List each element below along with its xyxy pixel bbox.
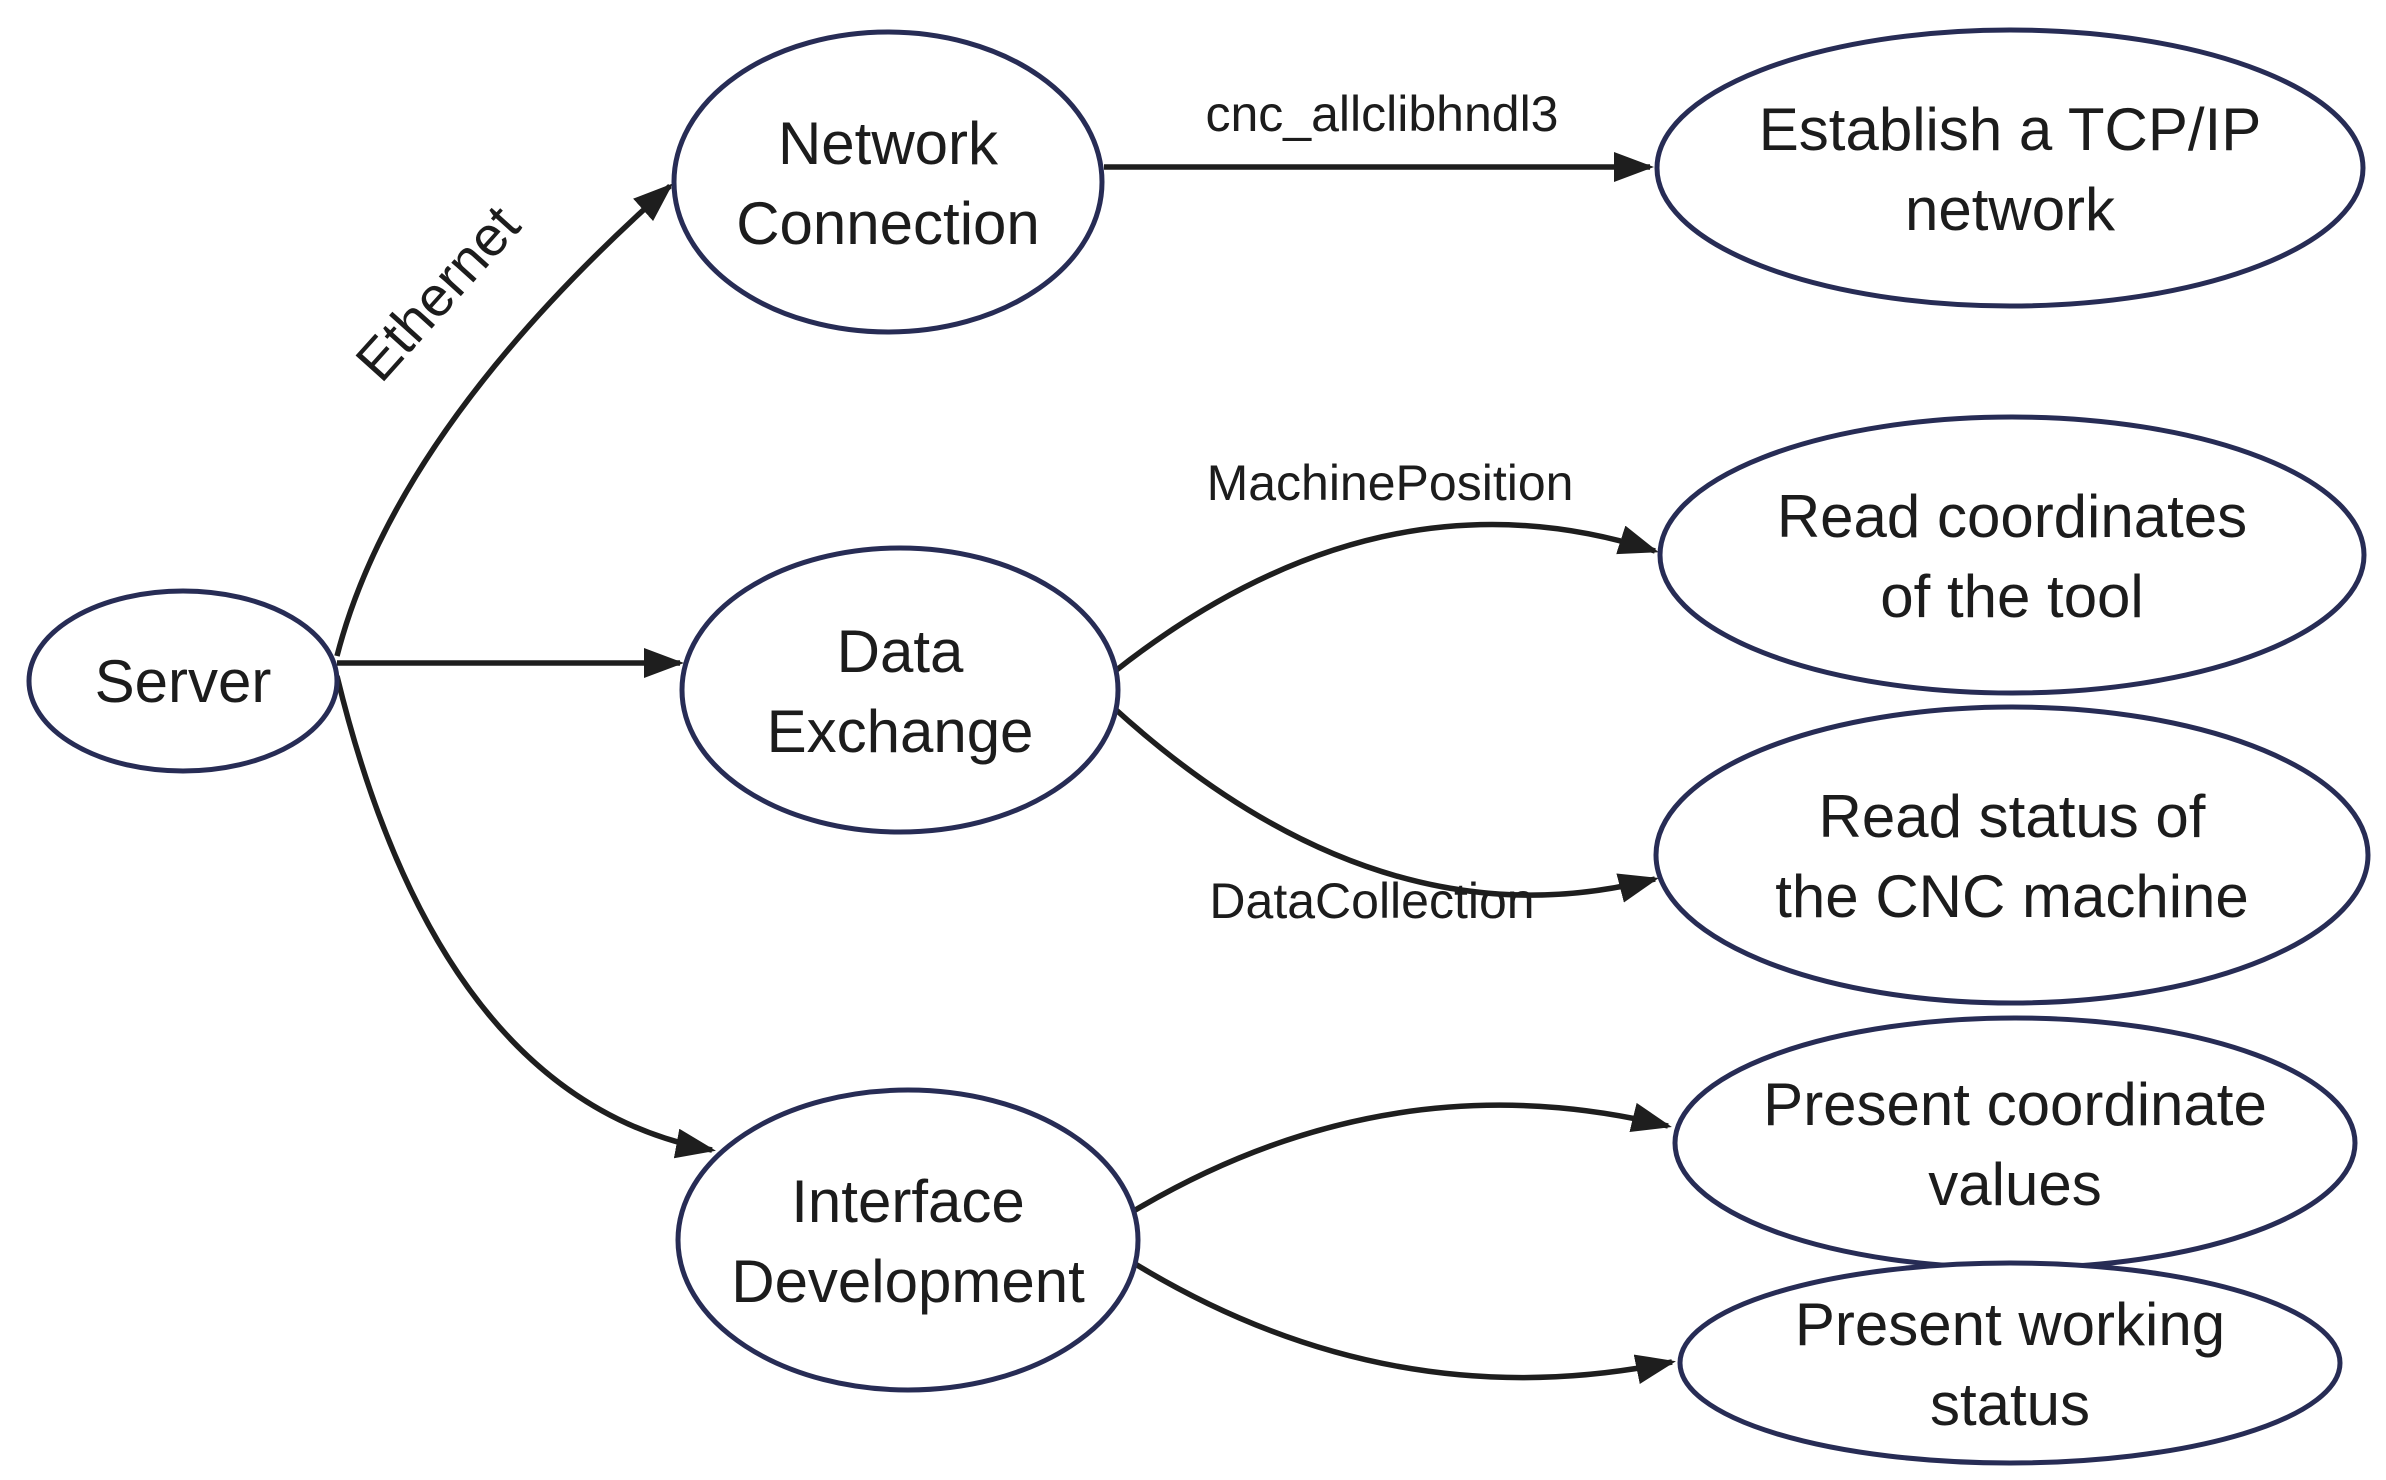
node-interface-development-label-line2: Development [731,1248,1085,1315]
edge-interface-development-to-present-coordinates [1130,1102,1672,1215]
node-present-working-label-line2: status [1930,1371,2090,1438]
node-present-coordinates: Present coordinate values [1672,1015,2358,1271]
node-present-working-label-line1: Present working [1795,1291,2225,1358]
node-read-coordinates-ellipse [1657,414,2367,696]
node-server-label: Server [95,648,272,715]
node-interface-development: Interface Development [675,1087,1141,1393]
node-establish-tcpip-ellipse [1654,27,2366,309]
edge-server-to-interface-development [334,675,716,1159]
node-interface-development-label-line1: Interface [791,1168,1024,1235]
node-network-connection-label-line2: Connection [736,190,1040,257]
node-read-status-label-line1: Read status of [1819,783,2206,850]
node-establish-tcpip-label-line1: Establish a TCP/IP [1759,96,2261,163]
node-present-working: Present working status [1677,1260,2343,1466]
edge-data-exchange-to-read-status [1112,705,1659,903]
node-establish-tcpip: Establish a TCP/IP network [1654,27,2366,309]
node-establish-tcpip-label-line2: network [1905,176,2116,243]
node-read-coordinates-label-line1: Read coordinates [1777,483,2247,550]
node-data-exchange-label-line1: Data [837,618,964,685]
node-network-connection: Network Connection [671,29,1105,335]
node-network-connection-label-line1: Network [778,110,999,177]
node-server-ellipse [26,588,340,774]
node-network-connection-ellipse [671,29,1105,335]
node-present-coordinates-label-line1: Present coordinate [1763,1071,2267,1138]
node-present-coordinates-ellipse [1672,1015,2358,1271]
edge-group [334,152,1676,1384]
node-present-coordinates-label-line2: values [1928,1151,2101,1218]
node-read-status-ellipse [1653,704,2371,1006]
edge-interface-development-to-present-working [1130,1259,1676,1384]
node-present-working-ellipse [1677,1260,2343,1466]
node-read-status-label-line2: the CNC machine [1775,863,2249,930]
node-data-exchange-label-line2: Exchange [767,698,1034,765]
node-read-status: Read status of the CNC machine [1653,704,2371,1006]
node-read-coordinates: Read coordinates of the tool [1657,414,2367,696]
node-data-exchange-ellipse [679,545,1121,835]
edge-data-exchange-to-read-coordinates [1112,521,1659,675]
edge-label-machineposition: MachinePosition [1207,455,1574,511]
node-interface-development-ellipse [675,1087,1141,1393]
edge-label-ethernet: Ethernet [343,193,532,393]
node-server: Server [26,588,340,774]
node-read-coordinates-label-line2: of the tool [1880,563,2144,630]
node-group: Server Network Connection Establish a TC… [26,27,2371,1466]
node-data-exchange: Data Exchange [679,545,1121,835]
edge-label-datacollection: DataCollection [1209,873,1534,929]
edge-label-cnc-allclibhndl3: cnc_allclibhndl3 [1205,86,1558,142]
edge-server-to-network-connection [334,183,673,657]
